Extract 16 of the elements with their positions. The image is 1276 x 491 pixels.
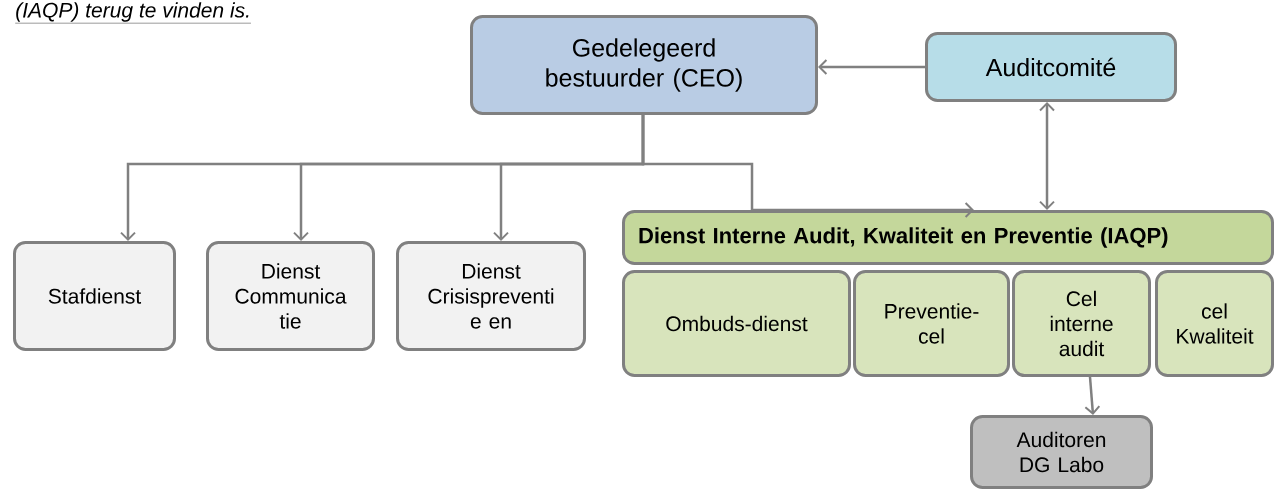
process-box: Preventie- cel bbox=[853, 270, 1010, 377]
arrow bbox=[1039, 102, 1055, 210]
process-box: Stafdienst bbox=[13, 241, 176, 351]
arrow bbox=[641, 115, 974, 218]
process-box: Dienst Communica tie bbox=[206, 241, 375, 351]
process-box: Cel interne audit bbox=[1012, 270, 1151, 377]
note-text: (IAQP) terug te vinden is. bbox=[15, 2, 252, 24]
process-box: Auditcomité bbox=[925, 32, 1177, 102]
process-box: Auditoren DG Labo bbox=[970, 415, 1153, 489]
header-band: Dienst Interne Audit, Kwaliteit en Preventie (IAQP) bbox=[622, 210, 1274, 265]
process-box: Gedelegeerd bestuurder (CEO) bbox=[470, 15, 818, 115]
process-box: Dienst Crisispreventi e en bbox=[396, 241, 586, 351]
arrow bbox=[818, 59, 925, 75]
process-box: Ombuds-dienst bbox=[622, 270, 851, 377]
arrow bbox=[1084, 376, 1101, 415]
process-box: cel Kwaliteit bbox=[1155, 270, 1274, 377]
